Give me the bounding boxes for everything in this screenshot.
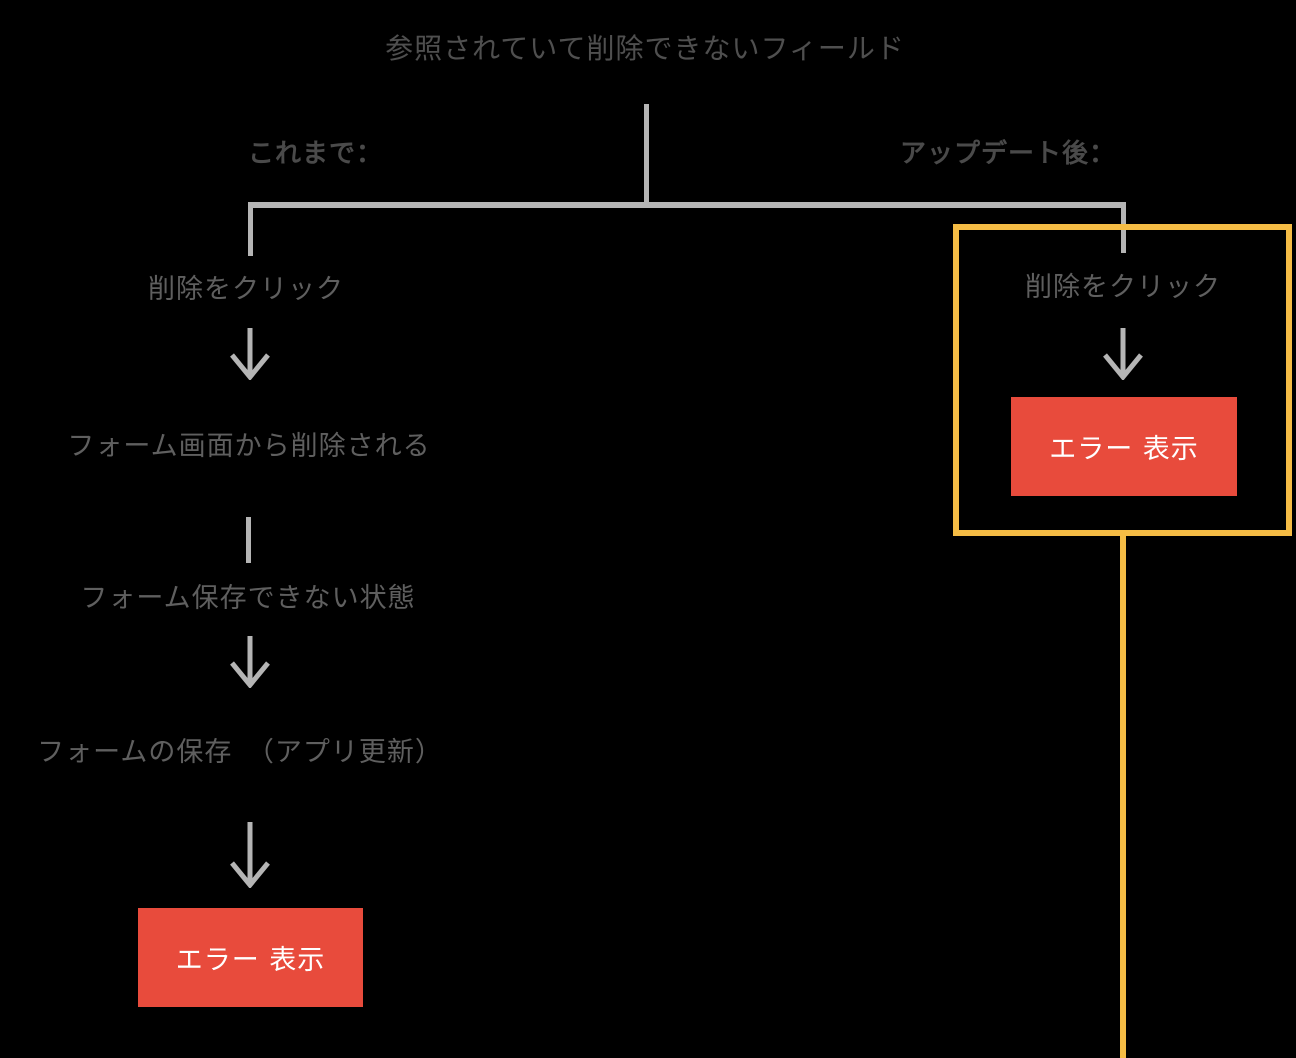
- arrow-down-icon: [230, 328, 270, 380]
- diagram-title: 参照されていて削除できないフィールド: [385, 32, 905, 65]
- connector-left-stub: [248, 202, 253, 256]
- step-before-removed-from-form: フォーム画面から削除される: [67, 431, 431, 462]
- branch-label-after: アップデート後：: [900, 139, 1117, 169]
- step-before-save-form: フォームの保存 （アプリ更新）: [37, 737, 443, 768]
- connector-title-stem: [644, 104, 649, 206]
- connector-branch-bar: [248, 202, 1126, 208]
- branch-label-before: これまで：: [248, 139, 384, 169]
- highlight-box: [953, 224, 1292, 536]
- arrow-down-icon: [230, 636, 270, 688]
- error-badge-after: エラー 表示: [1011, 397, 1237, 496]
- arrow-down-icon: [1103, 328, 1143, 380]
- connector-plain-line: [246, 517, 251, 563]
- step-before-cannot-save: フォーム保存できない状態: [80, 583, 416, 614]
- error-badge-before: エラー 表示: [138, 908, 363, 1007]
- highlight-tail-line: [1120, 534, 1126, 1058]
- step-after-click-delete: 削除をクリック: [1025, 272, 1221, 303]
- arrow-down-icon: [230, 822, 270, 888]
- step-before-click-delete: 削除をクリック: [148, 274, 344, 305]
